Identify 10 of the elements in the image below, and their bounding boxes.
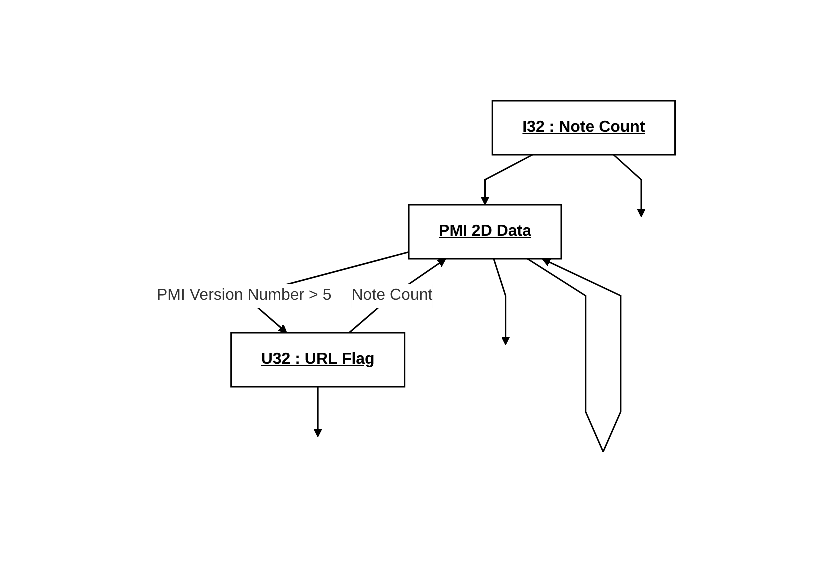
- edge-label: PMI Version Number > 5: [157, 287, 332, 304]
- arrow: [349, 258, 447, 334]
- node-box: PMI 2D Data: [408, 204, 563, 260]
- node-box: I32 : Note Count: [492, 100, 676, 156]
- arrow: [494, 258, 511, 346]
- arrow: [314, 387, 323, 438]
- node-box: U32 : URL Flag: [230, 332, 406, 388]
- arrow: [481, 154, 534, 206]
- arrow: [614, 154, 646, 218]
- edge-label: Note Count: [352, 287, 434, 304]
